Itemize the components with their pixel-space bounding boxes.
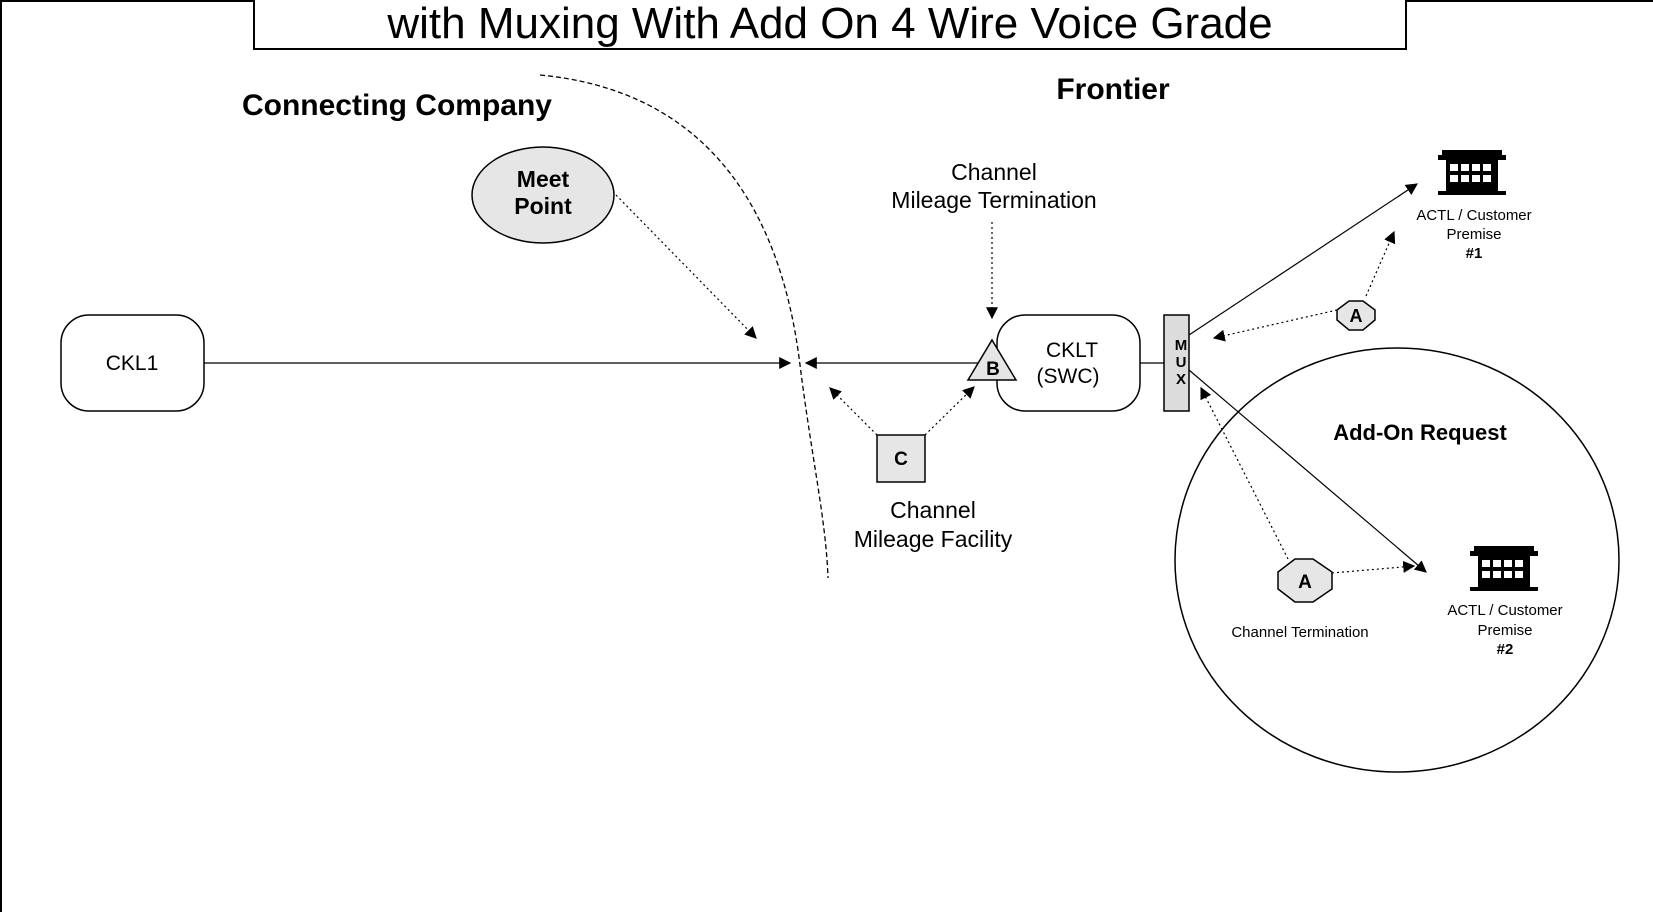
- mux-to-premise1-line: [1188, 183, 1419, 336]
- mux-box: [1163, 314, 1190, 412]
- c-to-b-arrow: [924, 386, 975, 436]
- a1-to-mux-arrow: [1212, 309, 1338, 342]
- premise2-label-line1: ACTL / Customer: [1447, 602, 1562, 619]
- title-box: [253, 0, 1407, 50]
- a1-to-premise1-arrow: [1365, 230, 1396, 297]
- channel-mileage-termination-line1: Channel: [951, 159, 1037, 185]
- a-marker-2-label: A: [1298, 572, 1312, 593]
- meet-point-label-line2: Point: [514, 193, 572, 219]
- boundary-curve: [539, 74, 829, 579]
- channel-termination-label: Channel Termination: [1231, 624, 1368, 641]
- a-marker-1: [1336, 300, 1376, 331]
- premise1-label-line1: ACTL / Customer: [1416, 207, 1531, 224]
- channel-mileage-facility-line1: Channel: [890, 497, 976, 523]
- a2-to-premise2-arrow: [1331, 560, 1416, 574]
- premise2-number: #2: [1497, 641, 1514, 658]
- add-on-request-label: Add-On Request: [1333, 420, 1507, 445]
- a2-to-mux-arrow: [1200, 386, 1289, 560]
- building-icon: [1470, 546, 1538, 591]
- connecting-company-heading: Connecting Company: [242, 89, 552, 122]
- premise2-label-line2: Premise: [1477, 622, 1532, 639]
- a-marker-1-label: A: [1350, 306, 1363, 326]
- page-title: with Muxing With Add On 4 Wire Voice Gra…: [386, 0, 1272, 48]
- premise1-label-line2: Premise: [1446, 226, 1501, 243]
- c-marker: [876, 434, 926, 483]
- ckl1-label: CKL1: [106, 352, 159, 375]
- channel-mileage-termination-line2: Mileage Termination: [891, 187, 1096, 213]
- premise1-number: #1: [1466, 245, 1483, 262]
- b-marker: [966, 338, 1018, 381]
- b-marker-label: B: [986, 359, 1000, 380]
- c-to-meet-arrow: [829, 387, 878, 436]
- meet-point-arrow: [615, 194, 757, 339]
- cklt-label-line2: (SWC): [1037, 365, 1100, 388]
- mux-letter-u: U: [1176, 354, 1187, 371]
- mux-letter-x: X: [1176, 371, 1186, 388]
- mux-to-premise2-line: [1188, 369, 1427, 573]
- channel-mileage-facility-line2: Mileage Facility: [854, 526, 1013, 552]
- meet-point-label-line1: Meet: [517, 166, 570, 192]
- cklt-label-line1: CKLT: [1046, 339, 1098, 362]
- building-icon: [1438, 150, 1506, 195]
- a-marker-2: [1277, 558, 1333, 603]
- frontier-heading: Frontier: [1056, 73, 1170, 106]
- add-on-request-circle: [1174, 347, 1620, 773]
- mux-letter-m: M: [1175, 337, 1188, 354]
- cklt-node: [996, 314, 1141, 412]
- c-marker-label: C: [894, 449, 908, 470]
- meet-point-ellipse: [471, 146, 615, 244]
